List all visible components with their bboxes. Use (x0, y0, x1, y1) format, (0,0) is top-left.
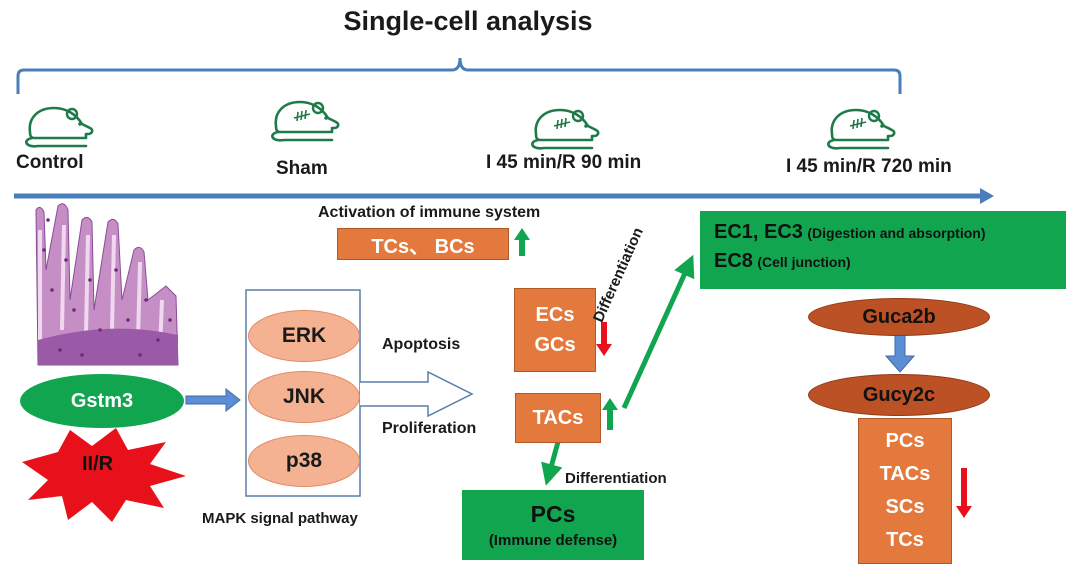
tacs-box: TACs (515, 393, 601, 443)
pcs-immune-box: PCs (Immune defense) (462, 490, 644, 560)
stage-r90: I 45 min/R 90 min (486, 152, 642, 173)
ec-types-box: EC1, EC3 (Digestion and absorption) EC8 … (700, 211, 1066, 289)
differentiation-down-label: Differentiation (565, 470, 667, 487)
timeline-arrow-head (980, 188, 994, 204)
mouse-icon-sham (271, 100, 340, 142)
pcs-subtitle: (Immune defense) (488, 532, 618, 549)
page-title: Single-cell analysis (343, 6, 593, 36)
gucy2c-ellipse: Gucy2c (808, 374, 990, 416)
immune-up-arrow (514, 228, 530, 256)
differentiation-down-arrow (541, 441, 563, 486)
immune-heading: Activation of immune system (318, 204, 541, 221)
ii-r-label: II/R (82, 453, 114, 475)
guca2b-to-gucy2c-arrow (884, 333, 916, 373)
mouse-icon-control (25, 106, 94, 148)
right-cells-down-arrow (956, 468, 972, 518)
ecs-label: ECs (535, 304, 575, 326)
ec8-note: (Cell junction) (757, 254, 851, 270)
jnk-ellipse: JNK (248, 371, 360, 423)
tacs-up-arrow (602, 398, 618, 430)
gcs-label: GCs (534, 334, 576, 356)
right-cells-box: PCs TACs SCs TCs (858, 418, 952, 564)
erk-ellipse: ERK (248, 310, 360, 362)
guca2b-ellipse: Guca2b (808, 298, 990, 336)
histology-image (35, 203, 179, 366)
immune-cells-box: TCs、 BCs (337, 228, 509, 260)
right-cell-scs: SCs (885, 496, 925, 518)
stage-control: Control (16, 152, 84, 173)
stage-sham: Sham (276, 158, 328, 179)
right-cell-tcs: TCs (886, 529, 924, 551)
ec8-label: EC8 (714, 250, 753, 272)
ii-r-burst (22, 428, 186, 522)
right-cell-tacs: TACs (879, 463, 931, 485)
ec-gc-down-arrow (596, 322, 612, 356)
top-brace (16, 57, 902, 94)
gstm3-ellipse: Gstm3 (20, 374, 184, 428)
proliferation-label: Proliferation (382, 420, 477, 437)
ec-gc-box: ECs GCs (514, 288, 596, 372)
mouse-icon-r720 (827, 108, 896, 150)
apoptosis-label: Apoptosis (382, 336, 461, 353)
p38-ellipse: p38 (248, 435, 360, 487)
ec13-note: (Digestion and absorption) (807, 225, 986, 241)
pcs-title: PCs (530, 501, 576, 527)
stage-r720: I 45 min/R 720 min (786, 156, 952, 177)
mouse-icon-r90 (531, 108, 600, 150)
gstm3-to-mapk-arrow (185, 387, 241, 413)
ec13-label: EC1, EC3 (714, 221, 803, 243)
differentiation-up-arrow (621, 254, 695, 410)
mapk-caption: MAPK signal pathway (202, 510, 358, 527)
mapk-outcome-arrow (360, 370, 474, 418)
right-cell-pcs: PCs (885, 430, 925, 452)
